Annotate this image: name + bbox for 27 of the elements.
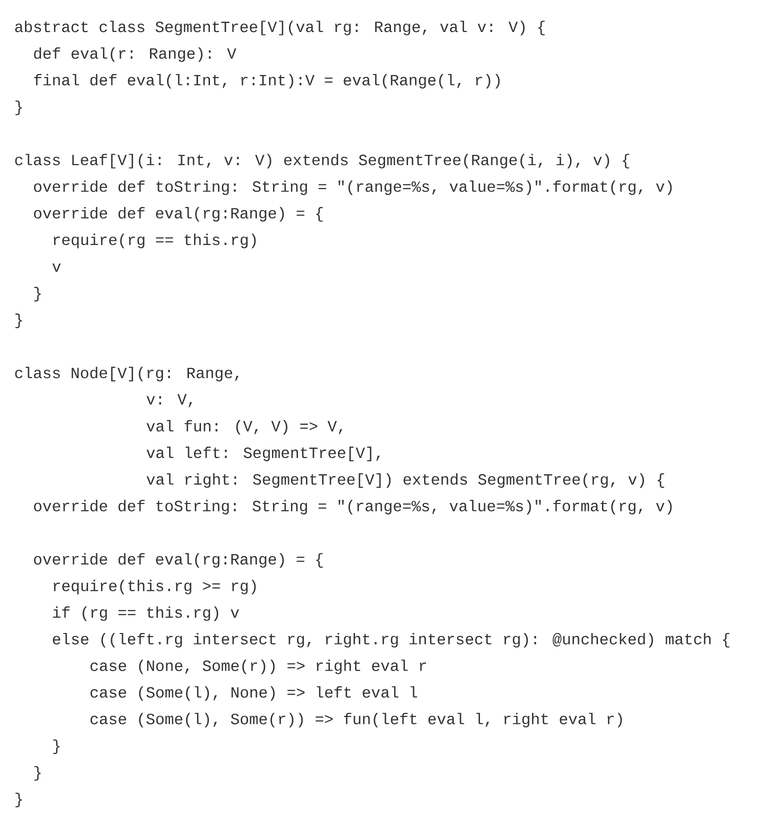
code-line: require(this.rg >= rg) [54,580,256,594]
code-line: def eval(r: Range): V [34,47,236,62]
code-line: else ((left.rg intersect rg, right.rg intersect rg): @unchecked) match { [52,632,730,648]
code-line: v: V, [146,394,192,408]
code-line: case (None, Some(r)) => right eval r [90,660,426,674]
code-line: case (Some(l), Some(r)) => fun(left eval l, right eval r) [90,712,622,728]
code-line: case (Some(l), None) => left eval l [90,686,418,701]
code-line: abstract class SegmentTree[V](val rg: Range, val v: V) { [15,20,545,36]
code-line: } [15,314,22,328]
code-line: val left: SegmentTree[V], [146,446,380,462]
code-line: val fun: (V, V) => V, [146,420,342,435]
code-line: } [34,766,41,781]
code-line: override def toString: String = "(range=%s, value=%s)".format(rg, v) [34,180,672,196]
code-line: class Leaf[V](i: Int, v: V) extends SegmentTree(Range(i, i), v) { [15,154,630,168]
code-line: v [52,263,61,272]
code-line: } [15,100,22,116]
code-line: override def toString: String = "(range=%s, value=%s)".format(rg, v) [34,500,672,514]
code-line: final def eval(l:Int, r:Int):V = eval(Range(l, r)) [34,74,500,89]
code-line: override def eval(rg:Range) = { [34,553,323,568]
code-line: override def eval(rg:Range) = { [34,207,323,222]
code-line: require(rg == this.rg) [54,234,256,248]
code-line: } [34,286,41,302]
code-line: } [15,792,22,808]
code-line: } [53,739,60,754]
code-line: class Node[V](rg: Range, [15,366,238,382]
code-line: if (rg == this.rg) v [52,606,240,621]
code-line: val right: SegmentTree[V]) extends SegmentTree(rg, v) { [146,473,664,488]
